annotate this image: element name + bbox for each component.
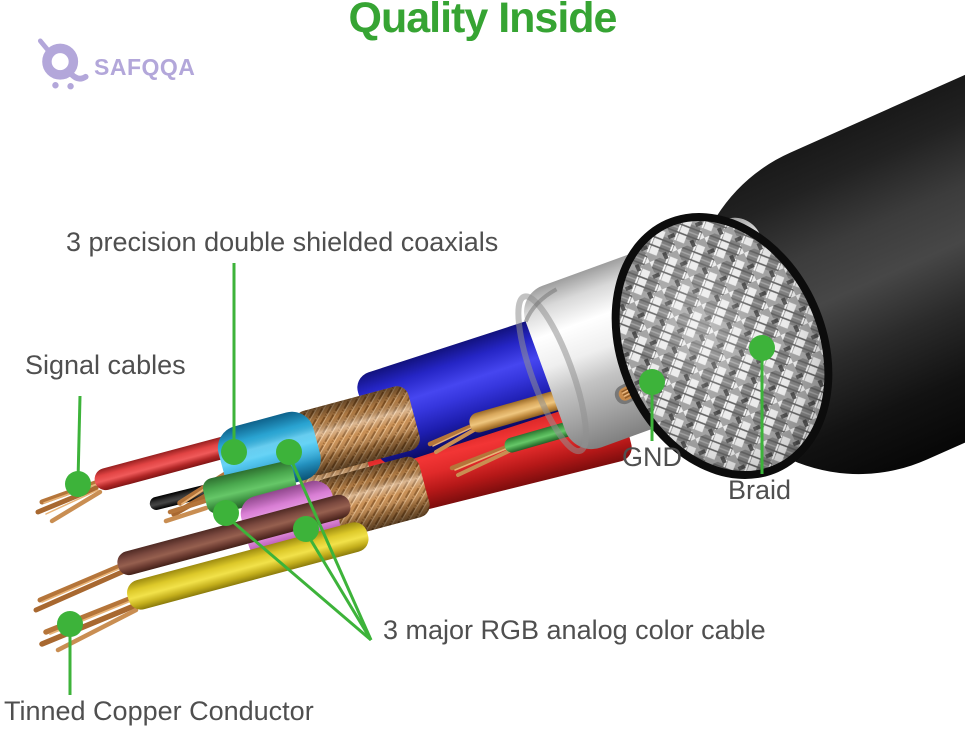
page-title: Quality Inside: [348, 0, 618, 42]
tan-wire-copper-tip: [427, 423, 476, 454]
pink-coax-braid: [314, 456, 430, 540]
leader-dots: [57, 335, 775, 637]
dot-rgb-green: [213, 500, 239, 526]
label-rgb-cables: 3 major RGB analog color cable: [383, 615, 766, 645]
leader-rgb-1: [287, 454, 373, 641]
label-gnd: GND: [622, 442, 682, 472]
dot-coaxials: [221, 439, 247, 465]
dot-signal: [65, 471, 91, 497]
dot-braid: [749, 335, 775, 361]
outer-jacket: [690, 22, 965, 475]
braid-shield: [611, 213, 833, 479]
dot-rgb-blue: [276, 439, 302, 465]
dot-rgb-pink: [293, 516, 319, 542]
tinned-copper-tip-yellow: [39, 595, 139, 653]
cyan-coax-braid: [294, 386, 420, 476]
tinned-copper-tip-brown: [33, 563, 125, 613]
brand-logo: SAFQQA: [34, 38, 195, 90]
leader-signal: [76, 395, 82, 482]
green-feed-copper-tip: [449, 444, 511, 477]
cart-logo-icon: [37, 38, 89, 90]
brown-wire: [117, 494, 351, 576]
brand-logo-text: SAFQQA: [94, 53, 196, 80]
yellow-wire: [127, 522, 369, 610]
label-coaxials: 3 precision double shielded coaxials: [66, 227, 499, 257]
label-tinned-copper: Tinned Copper Conductor: [4, 696, 314, 726]
green-sleeve-leads: [163, 497, 211, 524]
leader-rgb-2: [225, 514, 372, 642]
label-braid: Braid: [728, 475, 792, 505]
leader-rgb-3: [304, 531, 373, 641]
leader-lines: [68, 263, 764, 695]
dot-gnd: [639, 369, 665, 395]
dot-tinned: [57, 611, 83, 637]
label-signal-cables: Signal cables: [25, 350, 186, 380]
